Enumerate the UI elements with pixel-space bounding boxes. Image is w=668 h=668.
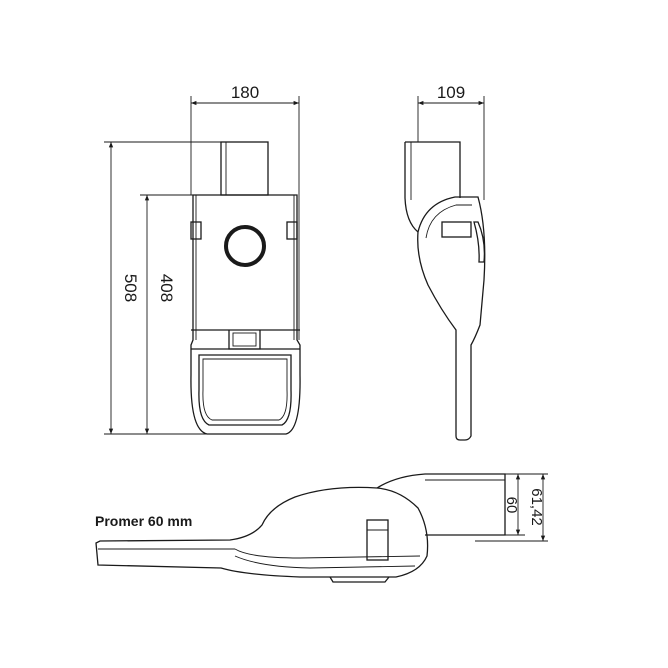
side-body (417, 196, 486, 441)
front-left-clip (190, 221, 202, 240)
dim-side-width: 109 (417, 83, 485, 200)
bottom-clip (366, 519, 389, 561)
dim-front-overall-height: 508 (104, 141, 221, 435)
photocell-socket (224, 225, 266, 267)
dim-mount-outer-height-label: 61,42 (528, 488, 545, 526)
side-clip (441, 221, 472, 238)
front-view (190, 141, 301, 435)
bottom-view (95, 473, 506, 583)
bottom-mount-tube (376, 473, 506, 536)
side-mount-tube (404, 141, 461, 233)
front-mount-tube (220, 141, 269, 196)
dim-front-overall-height-label: 508 (121, 274, 140, 302)
front-housing (190, 194, 301, 435)
dim-mount-heights: 60 61,42 (475, 473, 548, 542)
front-lens (198, 354, 292, 426)
dim-front-width: 180 (190, 83, 300, 340)
caption-label: Promer 60 mm (95, 513, 192, 529)
front-right-clip (286, 221, 298, 240)
dim-front-body-height-label: 408 (157, 274, 176, 302)
dim-front-width-label: 180 (231, 83, 259, 102)
bottom-body (95, 486, 429, 578)
dim-mount-inner-height-label: 60 (503, 497, 520, 514)
dim-front-body-height: 408 (140, 194, 193, 434)
dim-side-width-label: 109 (437, 83, 465, 102)
side-view (404, 141, 486, 441)
